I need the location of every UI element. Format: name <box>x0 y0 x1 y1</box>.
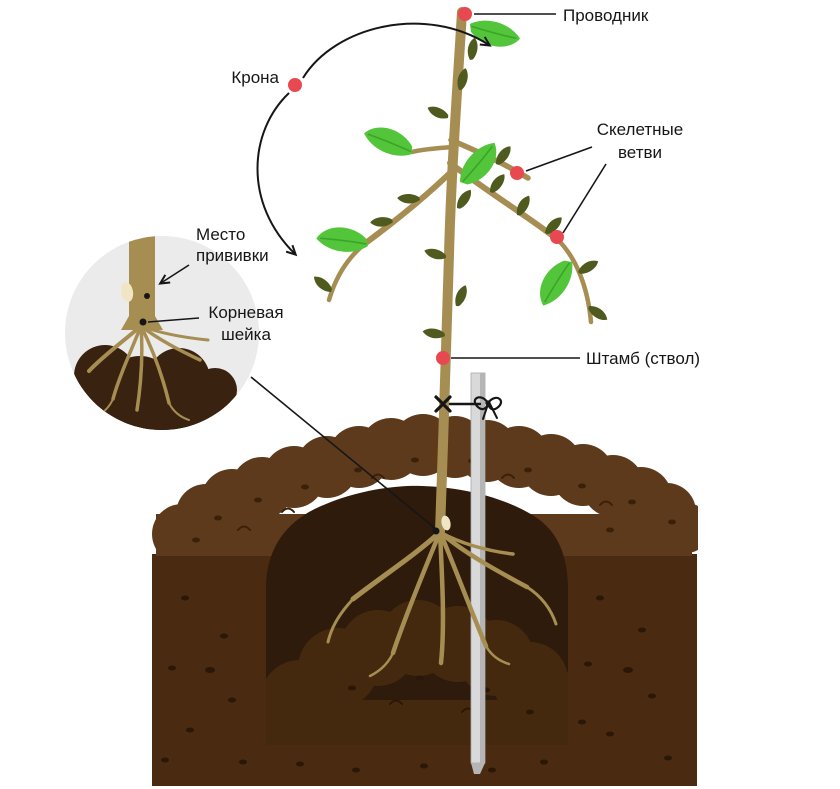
tie-bow <box>473 396 503 420</box>
support-stake <box>470 372 486 774</box>
small-leaves <box>313 37 609 345</box>
crown-marker <box>288 78 302 92</box>
graft-pointer-arrow <box>158 264 190 285</box>
inset-graft-point <box>144 293 150 299</box>
label-crown: Крона <box>231 68 279 87</box>
label-trunk: Штамб (ствол) <box>586 349 700 368</box>
inset-roots <box>87 324 210 421</box>
labels: Проводник Крона Скелетные ветви Штамб (с… <box>196 6 700 368</box>
label-skeletal-2: ветви <box>618 143 662 162</box>
label-graft-1: Место <box>196 225 245 244</box>
collar-pointer-line <box>147 317 200 323</box>
trunk <box>435 7 467 537</box>
inset-connector-line <box>250 376 437 530</box>
skeletal-marker-2 <box>550 230 564 244</box>
branch-left-long <box>364 169 454 245</box>
label-collar-1: Корневая <box>208 303 283 322</box>
tree <box>313 7 609 537</box>
label-leader: Проводник <box>563 6 649 25</box>
root-collar-point <box>432 527 440 535</box>
soil-speckles <box>161 595 672 773</box>
inset-collar-point <box>139 318 147 326</box>
tie-x-mark <box>434 395 452 413</box>
graft-spot <box>441 515 451 531</box>
inset-trunk <box>121 236 163 330</box>
skeletal-marker-1 <box>510 166 524 180</box>
ground <box>152 414 698 786</box>
skeletal-line-1 <box>525 146 593 172</box>
branch-left-short <box>409 144 457 155</box>
label-collar-2: шейка <box>221 325 271 344</box>
label-skeletal-1: Скелетные <box>597 120 683 139</box>
red-markers <box>288 7 564 365</box>
tree-roots <box>326 529 558 678</box>
leader-marker <box>458 7 472 21</box>
stake-tie <box>434 395 503 420</box>
annotation-lines <box>250 13 607 530</box>
skeletal-line-2 <box>562 163 607 234</box>
inset-graft-spot <box>120 282 134 302</box>
trunk-marker <box>436 351 450 365</box>
label-graft-2: прививки <box>196 246 269 265</box>
soil-mound <box>152 414 698 556</box>
crown-span-arrows <box>256 22 492 257</box>
